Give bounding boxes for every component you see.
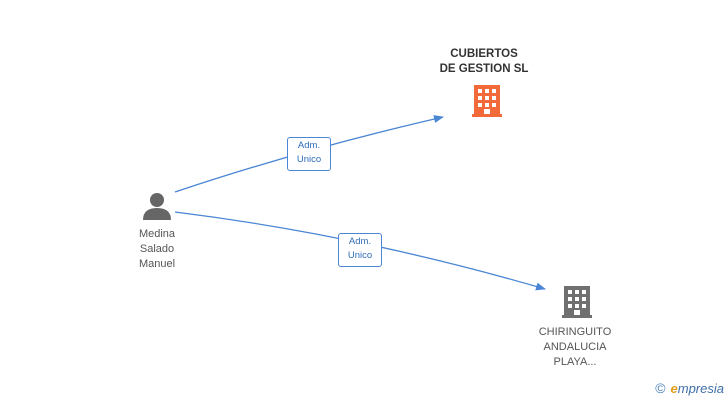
brand-logo: empresia: [670, 380, 724, 396]
copyright-icon: ©: [655, 380, 666, 396]
company-name-cubiertos[interactable]: CUBIERTOS DE GESTION SL: [439, 48, 529, 75]
empresia-watermark: © empresia: [655, 380, 724, 396]
person-name[interactable]: Medina Salado Manuel: [138, 228, 176, 270]
building-icon[interactable]: [562, 286, 592, 318]
edge-label-role: Adm. Unico: [338, 233, 382, 267]
building-icon[interactable]: [472, 85, 502, 117]
person-icon[interactable]: [143, 193, 171, 220]
company-name-chiringuito[interactable]: CHIRINGUITO ANDALUCIA PLAYA...: [538, 326, 612, 368]
edge-label-role: Adm. Unico: [287, 137, 331, 171]
